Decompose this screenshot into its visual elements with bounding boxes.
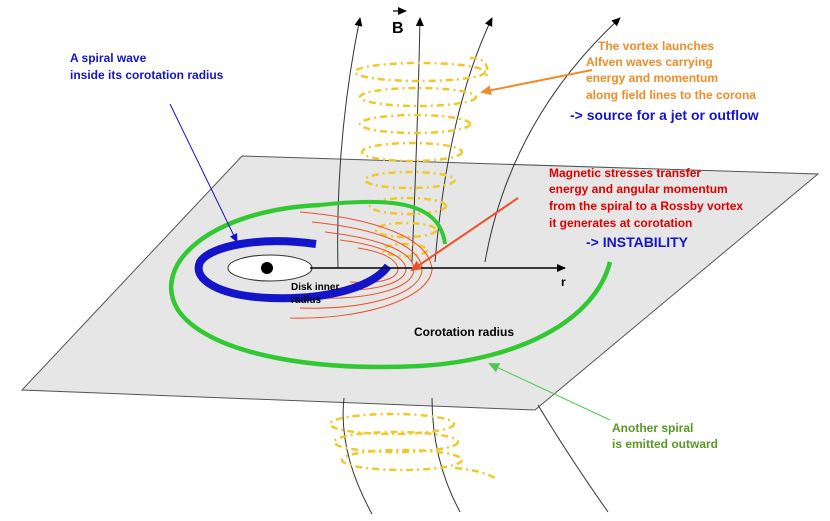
- vortex-launch-line-3: energy and momentum: [586, 71, 718, 85]
- spiral-wave-line-2: inside its corotation radius: [70, 68, 224, 82]
- magnetic-stress-line-3: from the spiral to a Rossby vortex: [549, 199, 743, 213]
- outer-spiral-inner-arm: [319, 199, 447, 245]
- inner-spiral: [194, 237, 392, 303]
- field-lines-below: [342, 397, 609, 515]
- disk-inner-radius-label: Disk inner radius: [291, 282, 339, 306]
- magnetic-stress-annotation: Magnetic stresses transfer energy and an…: [549, 166, 743, 250]
- vortex-launch-line-1: The vortex launches: [598, 39, 714, 53]
- outer-spiral-pointer: [488, 363, 611, 421]
- jet-source-note: -> source for a jet or outflow: [570, 107, 759, 123]
- radial-axis-label: r: [561, 275, 566, 289]
- disk-inner-radius-line-1: Disk inner: [291, 282, 339, 293]
- magnetic-stress-line-1: Magnetic stresses transfer: [549, 166, 701, 180]
- instability-note: -> INSTABILITY: [586, 234, 689, 250]
- another-spiral-line-2: is emitted outward: [612, 437, 718, 451]
- alfven-waves-below: [328, 412, 496, 480]
- magnetic-stress-pointer: [410, 197, 519, 272]
- another-spiral-line-1: Another spiral: [612, 421, 693, 435]
- alfven-waves-above: [353, 56, 489, 258]
- another-spiral-annotation: Another spiral is emitted outward: [612, 421, 718, 451]
- disk-plane: [20, 155, 820, 411]
- vortex-launch-pointer: [480, 69, 593, 96]
- disk-inner-radius-line-2: radius: [291, 295, 321, 306]
- vortex-launch-line-2: Alfven waves carrying: [586, 55, 713, 69]
- outer-spiral: [169, 202, 613, 370]
- spiral-wave-annotation: A spiral wave inside its corotation radi…: [70, 51, 224, 82]
- vortex-launch-line-4: along field lines to the corona: [586, 88, 756, 102]
- b-field-symbol: B: [392, 20, 404, 37]
- magnetic-stress-line-2: energy and angular momentum: [549, 182, 728, 196]
- central-star: [261, 262, 273, 274]
- b-field-label: B: [392, 7, 407, 37]
- vortex-launch-annotation: The vortex launches Alfven waves carryin…: [570, 39, 759, 123]
- magnetic-stress-line-4: it generates at corotation: [549, 216, 692, 230]
- spiral-wave-pointer: [169, 103, 238, 243]
- corotation-radius-label: Corotation radius: [414, 325, 514, 339]
- spiral-wave-line-1: A spiral wave: [70, 51, 147, 65]
